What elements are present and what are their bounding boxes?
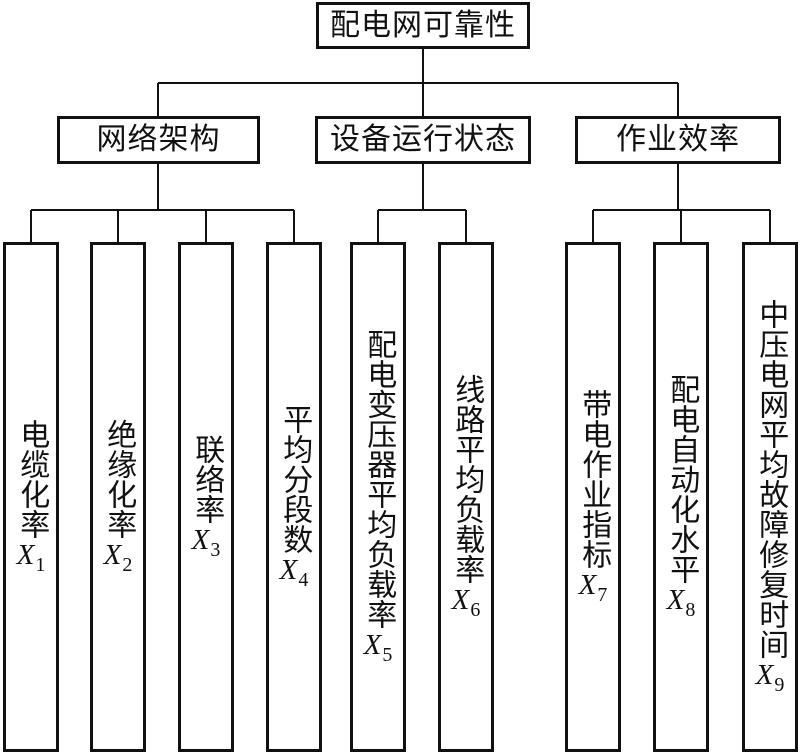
indicator-variable: X2 xyxy=(103,539,133,576)
indicator-label: 平均分段数 xyxy=(277,404,313,554)
root-node: 配电网可靠性 xyxy=(316,2,530,49)
category-equipment-status: 设备运行状态 xyxy=(315,116,531,164)
indicator-label: 配电自动化水平 xyxy=(664,374,700,584)
category-network-structure: 网络架构 xyxy=(57,116,260,164)
indicator-x2: 绝缘化率 X2 xyxy=(90,242,146,752)
indicator-label: 配电变压器平均负载率 xyxy=(361,329,397,629)
indicator-variable: X4 xyxy=(279,554,309,591)
indicator-x1: 电缆化率 X1 xyxy=(3,242,59,752)
indicator-variable: X9 xyxy=(755,659,785,696)
indicator-variable: X8 xyxy=(666,584,696,621)
category-label: 网络架构 xyxy=(96,122,221,157)
indicator-x5: 配电变压器平均负载率 X5 xyxy=(350,242,406,752)
indicator-variable: X6 xyxy=(451,584,481,621)
indicator-label: 线路平均负载率 xyxy=(449,374,485,584)
indicator-variable: X5 xyxy=(363,629,393,666)
category-label: 设备运行状态 xyxy=(330,122,516,157)
root-node-label: 配电网可靠性 xyxy=(330,7,516,43)
indicator-x4: 平均分段数 X4 xyxy=(266,242,322,752)
indicator-variable: X1 xyxy=(16,539,46,576)
indicator-label: 中压电网平均故障修复时间 xyxy=(753,299,789,659)
category-label: 作业效率 xyxy=(616,122,740,157)
indicator-x7: 带电作业指标 X7 xyxy=(565,242,621,752)
indicator-label: 绝缘化率 xyxy=(101,419,137,539)
indicator-x6: 线路平均负载率 X6 xyxy=(438,242,494,752)
indicator-label: 联络率 xyxy=(189,434,225,524)
category-work-efficiency: 作业效率 xyxy=(575,116,781,164)
indicator-label: 带电作业指标 xyxy=(576,389,612,569)
indicator-x9: 中压电网平均故障修复时间 X9 xyxy=(742,242,798,752)
indicator-x3: 联络率 X3 xyxy=(178,242,234,752)
indicator-label: 电缆化率 xyxy=(14,419,50,539)
indicator-variable: X7 xyxy=(578,569,608,606)
indicator-variable: X3 xyxy=(191,524,221,561)
indicator-x8: 配电自动化水平 X8 xyxy=(653,242,709,752)
